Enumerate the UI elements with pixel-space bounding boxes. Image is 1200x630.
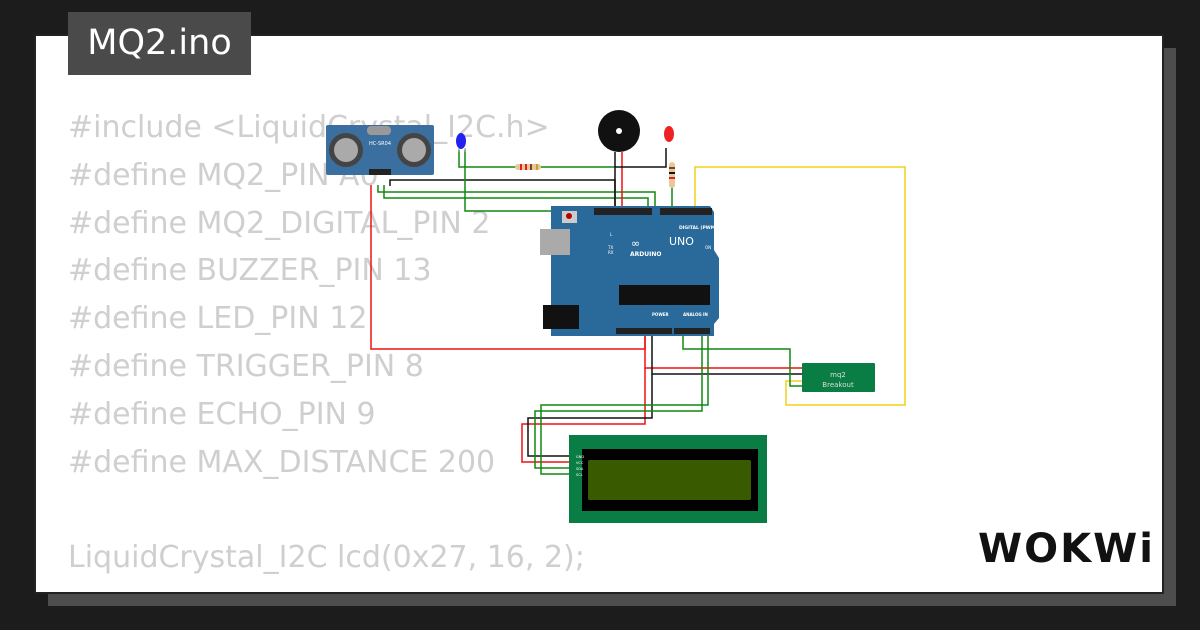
on-label: ON <box>705 245 711 250</box>
red-led[interactable] <box>664 126 674 142</box>
wires <box>370 148 906 475</box>
code-line: #define LED_PIN 12 <box>68 301 368 337</box>
lcd-pin-scl: SCL <box>576 473 583 477</box>
arduino-brand: ARDUINO <box>630 251 661 258</box>
code-line: #define ECHO_PIN 9 <box>68 396 376 432</box>
l-label: L <box>610 232 613 237</box>
blue-led[interactable] <box>456 133 466 152</box>
code-line: #define MQ2_DIGITAL_PIN 2 <box>68 205 491 241</box>
wire-black-lcd <box>527 374 653 457</box>
code-line: #define MQ2_PIN A0 <box>68 157 379 193</box>
digital-label: DIGITAL (PWM ~) <box>679 225 723 231</box>
mq2-label: mq2 <box>830 371 846 379</box>
wire-green-echo <box>383 185 649 212</box>
wire-green-a0-mq2 <box>682 333 802 387</box>
arduino-uno[interactable]: DIGITAL (PWM ~) ARDUINO UNO ∞ ON TX RX L… <box>540 206 723 336</box>
mq2-breakout[interactable]: mq2 Breakout <box>802 363 875 392</box>
sketch-title: MQ2.ino <box>68 12 251 75</box>
power-label: POWER <box>652 312 669 317</box>
wokwi-logo: WOKWi <box>978 526 1155 572</box>
lcd-pin-vcc: VCC <box>576 461 584 465</box>
resistor-vertical <box>669 162 675 188</box>
wire-green-trig <box>377 185 656 212</box>
arduino-model: UNO <box>669 235 694 248</box>
tx-label: TX <box>607 245 613 250</box>
wire-black-redled <box>615 148 667 168</box>
ultrasonic-label: HC-SR04 <box>369 141 391 147</box>
wire-green-resistor <box>458 150 615 168</box>
lcd-pin-sda: SDA <box>576 467 584 471</box>
code-listing: #include <LiquidCrystal_I2C.h>#define MQ… <box>68 104 585 582</box>
analog-label: ANALOG IN <box>683 312 708 317</box>
wire-yellow-d2 <box>694 166 906 406</box>
lcd-pin-gnd: GND <box>576 455 584 459</box>
wire-green-scl <box>540 333 709 475</box>
buzzer[interactable] <box>598 110 640 152</box>
resistor-horizontal <box>515 164 541 170</box>
ultrasonic-sensor[interactable]: HC-SR04 <box>326 125 434 175</box>
code-line: #define TRIGGER_PIN 8 <box>68 348 424 384</box>
wire-green-sda <box>534 333 703 469</box>
mq2-sublabel: Breakout <box>822 381 854 389</box>
rx-label: RX <box>608 250 614 255</box>
code-line: #define MAX_DISTANCE 200 <box>68 444 496 480</box>
code-line: #define BUZZER_PIN 13 <box>68 253 432 289</box>
code-line: LiquidCrystal_I2C lcd(0x27, 16, 2); <box>68 540 585 576</box>
lcd-display[interactable]: GND VCC SDA SCL <box>569 435 767 523</box>
wire-red-5v-mq2 <box>644 333 802 369</box>
arduino-logo-icon: ∞ <box>631 237 640 250</box>
